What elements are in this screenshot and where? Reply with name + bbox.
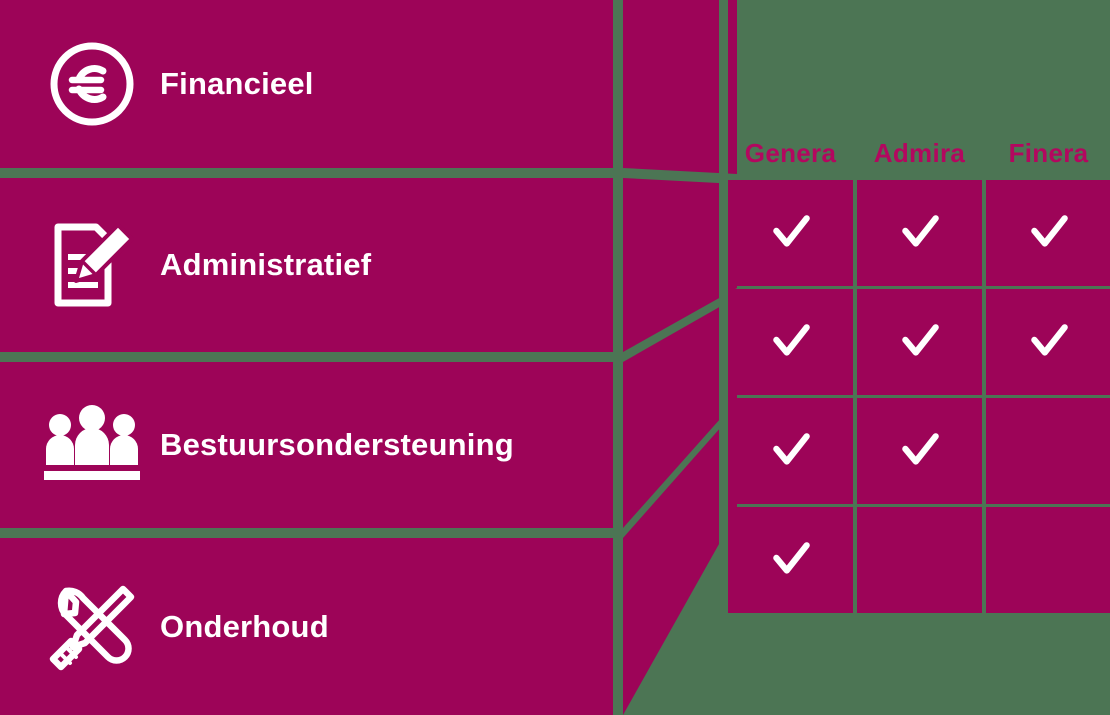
matrix-cell-r4-c3[interactable] — [986, 507, 1110, 613]
connector-band-bestuur — [623, 297, 737, 528]
category-row-administratief[interactable]: Administratief — [0, 178, 613, 352]
check-icon — [901, 324, 939, 356]
euro-circle-icon — [32, 34, 152, 134]
matrix-cell-r1-c1[interactable] — [728, 180, 853, 286]
column-header-admira: Admira — [873, 138, 966, 168]
matrix-cell-r3-c3[interactable] — [986, 398, 1110, 504]
column-header-genera: Genera — [744, 138, 837, 168]
connector-band-financieel — [623, 0, 737, 174]
category-row-financieel[interactable]: Financieel — [0, 0, 613, 168]
check-icon — [901, 433, 939, 465]
matrix-cell-r3-c1[interactable] — [728, 398, 853, 504]
matrix-cell-r2-c2[interactable] — [857, 289, 982, 395]
category-row-bestuursondersteuning[interactable]: Bestuursondersteuning — [0, 362, 613, 528]
service-matrix-grid — [728, 180, 1110, 614]
column-header-finera: Finera — [1008, 138, 1089, 168]
tools-icon — [32, 577, 152, 677]
category-label: Administratief — [160, 247, 372, 282]
category-label: Financieel — [160, 66, 314, 101]
category-label: Bestuursondersteuning — [160, 427, 514, 462]
connector-funnel — [623, 0, 737, 715]
connector-band-administratief — [623, 178, 737, 352]
check-icon — [772, 542, 810, 574]
matrix-cell-r1-c2[interactable] — [857, 180, 982, 286]
document-pencil-icon — [32, 215, 152, 315]
connector-band-onderhoud — [623, 409, 737, 715]
matrix-cell-r1-c3[interactable] — [986, 180, 1110, 286]
matrix-cell-r2-c3[interactable] — [986, 289, 1110, 395]
check-icon — [772, 215, 810, 247]
check-icon — [772, 433, 810, 465]
matrix-cell-r2-c1[interactable] — [728, 289, 853, 395]
check-icon — [772, 324, 810, 356]
panel-connector-divider — [613, 0, 623, 715]
matrix-cell-r4-c2[interactable] — [857, 507, 982, 613]
check-icon — [1030, 324, 1068, 356]
category-row-onderhoud[interactable]: Onderhoud — [0, 538, 613, 715]
matrix-cell-r4-c1[interactable] — [728, 507, 853, 613]
matrix-cell-r3-c2[interactable] — [857, 398, 982, 504]
category-label: Onderhoud — [160, 608, 329, 644]
check-icon — [1030, 215, 1068, 247]
people-group-icon — [32, 395, 152, 495]
connector-grid-divider — [719, 0, 728, 715]
check-icon — [901, 215, 939, 247]
